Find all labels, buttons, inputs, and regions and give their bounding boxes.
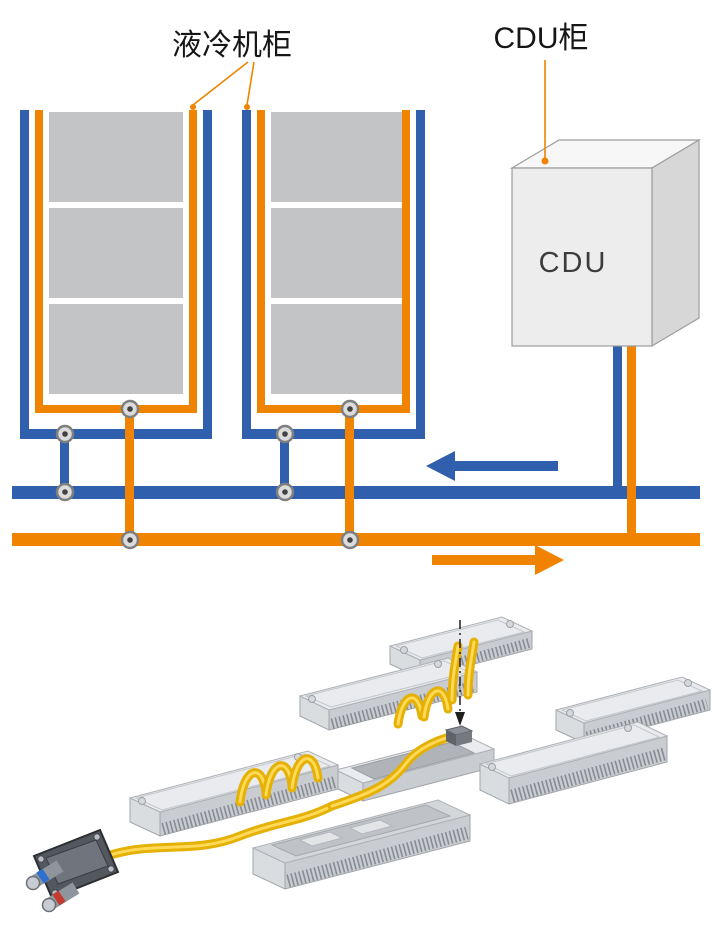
pipe-orange-cab1-left: [35, 110, 43, 405]
cdu-cabinet-label: CDU柜: [494, 22, 589, 55]
board-component: [348, 819, 394, 835]
flange-screw: [107, 865, 115, 873]
pipe-blue-cab1-bottom: [20, 429, 212, 439]
coupling-blue-band: [36, 868, 50, 884]
valve: [275, 482, 295, 502]
server-board-assembly: [25, 616, 712, 913]
server-module-mid-right: [478, 721, 669, 805]
quick-connector: [25, 828, 120, 913]
valve: [120, 530, 140, 550]
pipe-blue-cab2-drop: [280, 439, 289, 489]
pipe-orange-cab2-right: [402, 110, 410, 405]
valve: [55, 424, 75, 444]
leader-dot: [190, 104, 196, 110]
cooling-cabinet-label: 液冷机柜: [172, 29, 292, 62]
pipe-blue-cab2-bottom: [242, 429, 425, 439]
cooling-schematic: CDU 液冷机柜 CDU柜: [12, 22, 702, 575]
pipe-orange-cab2-bottom: [257, 405, 410, 413]
assembly-arrowhead: [455, 712, 465, 726]
cabinet-1-servers: [49, 112, 183, 394]
leader-dot: [541, 157, 549, 165]
valve: [340, 399, 360, 419]
cdu-box-label: CDU: [539, 247, 608, 279]
pipe-blue-cab2-right: [416, 110, 425, 429]
valve: [275, 424, 295, 444]
pipe-blue-cab1-left: [20, 110, 29, 429]
return-piping-orange: [12, 110, 700, 546]
cabinet-2-servers: [271, 112, 402, 394]
valves: [55, 399, 360, 550]
server-block: [271, 208, 402, 298]
coupling-cap: [25, 875, 41, 891]
cdu-right-face: [651, 138, 700, 348]
pipe-blue-cab1-drop: [60, 439, 69, 489]
flange-screw: [93, 833, 101, 841]
leader-line-cabinet1: [192, 61, 249, 106]
supply-piping-blue: [12, 110, 700, 499]
coupling-red-band: [52, 890, 66, 906]
coolant-tubes: [91, 637, 479, 865]
server-block: [49, 112, 183, 202]
server-block: [271, 304, 402, 394]
small-fitting-front: [446, 730, 456, 746]
pipe-blue-main: [12, 486, 700, 499]
cdu-box: CDU: [509, 138, 702, 348]
open-chassis-module: [251, 799, 472, 890]
small-fitting-side: [456, 731, 472, 746]
cdu-front-face: [511, 167, 653, 347]
pipe-orange-cab2-drop: [345, 413, 354, 537]
leader-line-cabinet2: [246, 61, 255, 106]
board-component: [298, 831, 344, 847]
heatsink-fins: [286, 826, 469, 888]
valve: [55, 482, 75, 502]
server-module-left: [128, 750, 340, 837]
pipe-orange-cab1-drop: [125, 413, 134, 537]
coupling-cap: [41, 897, 57, 913]
pipe-orange-cab2-left: [257, 110, 265, 405]
supply-flow-arrow-left: [426, 451, 558, 481]
pipe-blue-cdu: [613, 346, 622, 492]
return-flow-arrow-right: [432, 545, 564, 575]
pipe-orange-cab1-right: [189, 110, 197, 405]
insertion-indicator: [444, 620, 474, 746]
valve: [120, 399, 140, 419]
server-block: [49, 208, 183, 298]
pipe-orange-cab1-bottom: [35, 405, 197, 413]
heatsink-fins: [161, 776, 337, 835]
valve: [340, 530, 360, 550]
flange-screw: [37, 855, 45, 863]
pipe-blue-cab1-right: [203, 110, 212, 429]
server-block: [271, 112, 402, 202]
leader-dot: [244, 104, 250, 110]
server-block: [49, 304, 183, 394]
pipe-blue-cab2-left: [242, 110, 251, 429]
pipe-orange-cdu: [627, 346, 636, 540]
